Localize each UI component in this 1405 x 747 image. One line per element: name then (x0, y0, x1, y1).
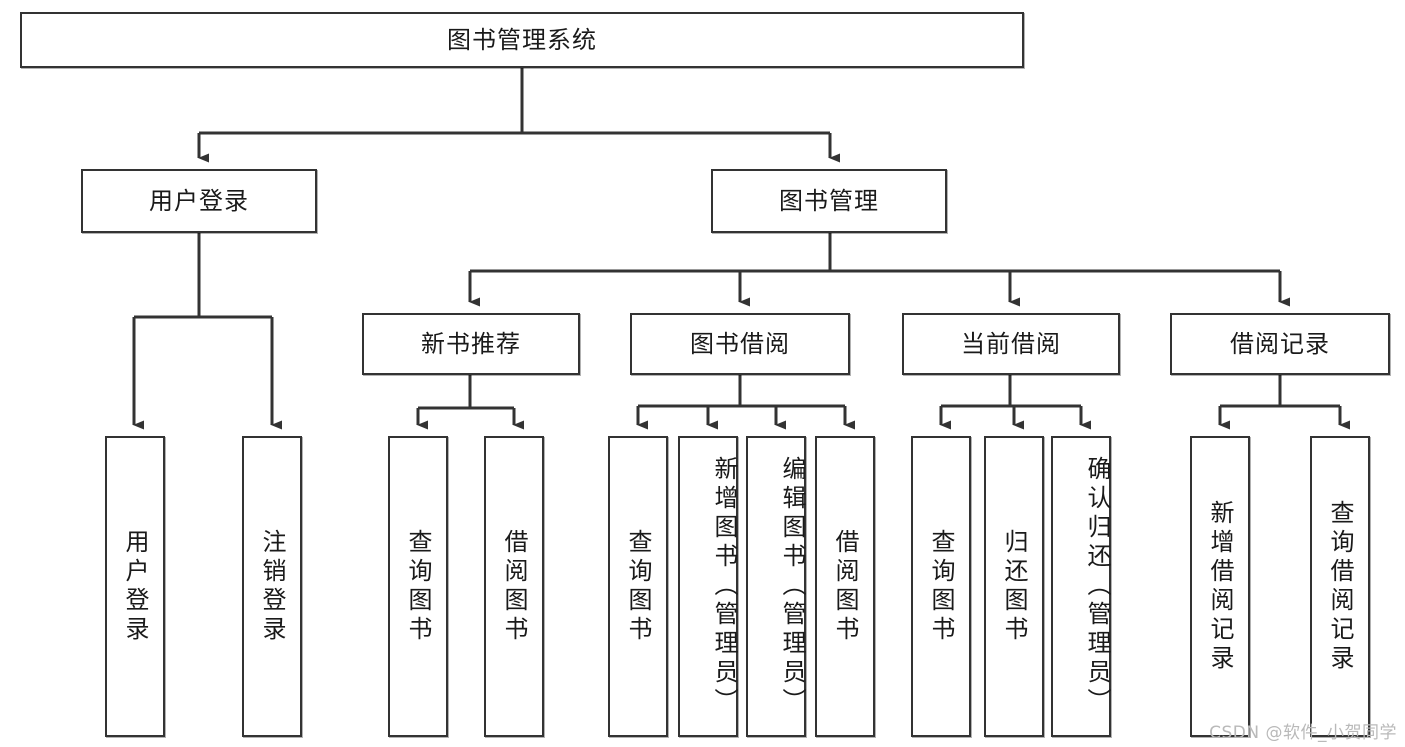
connector-current-borrow-to-leaves (939, 375, 1091, 430)
connector-book-borrow-to-leaves (636, 375, 855, 430)
leaf-return-book[interactable]: 归还图书 (984, 436, 1044, 737)
leaf-logout-login[interactable]: 注销登录 (242, 436, 302, 737)
leaf-query-borrow-record[interactable]: 查询借阅记录 (1310, 436, 1370, 737)
node-root-system[interactable]: 图书管理系统 (20, 12, 1024, 68)
node-book-management[interactable]: 图书管理 (711, 169, 947, 233)
leaf-confirm-return-admin[interactable]: 确认归还（管理员） (1051, 436, 1111, 737)
node-book-borrow[interactable]: 图书借阅 (630, 313, 850, 375)
leaf-query-book-current[interactable]: 查询图书 (911, 436, 971, 737)
connector-new-book-rec-to-leaves (416, 375, 524, 430)
leaf-query-book-rec[interactable]: 查询图书 (388, 436, 448, 737)
leaf-user-login[interactable]: 用户登录 (105, 436, 165, 737)
leaf-add-borrow-record[interactable]: 新增借阅记录 (1190, 436, 1250, 737)
node-current-borrow[interactable]: 当前借阅 (902, 313, 1120, 375)
leaf-borrow-book[interactable]: 借阅图书 (815, 436, 875, 737)
leaf-add-book-admin[interactable]: 新增图书（管理员） (678, 436, 738, 737)
node-new-book-recommend[interactable]: 新书推荐 (362, 313, 580, 375)
connector-borrow-record-to-leaves (1218, 375, 1350, 430)
connector-book-mgmt-to-level2 (468, 233, 1290, 307)
csdn-watermark: CSDN @软件_小贺同学 (1209, 723, 1397, 743)
node-borrow-record[interactable]: 借阅记录 (1170, 313, 1390, 375)
node-user-login[interactable]: 用户登录 (81, 169, 317, 233)
leaf-query-book-borrow[interactable]: 查询图书 (608, 436, 668, 737)
connector-root-to-level1 (197, 68, 840, 163)
leaf-borrow-book-rec[interactable]: 借阅图书 (484, 436, 544, 737)
connector-user-login-to-leaves (132, 233, 282, 430)
leaf-edit-book-admin[interactable]: 编辑图书（管理员） (746, 436, 806, 737)
